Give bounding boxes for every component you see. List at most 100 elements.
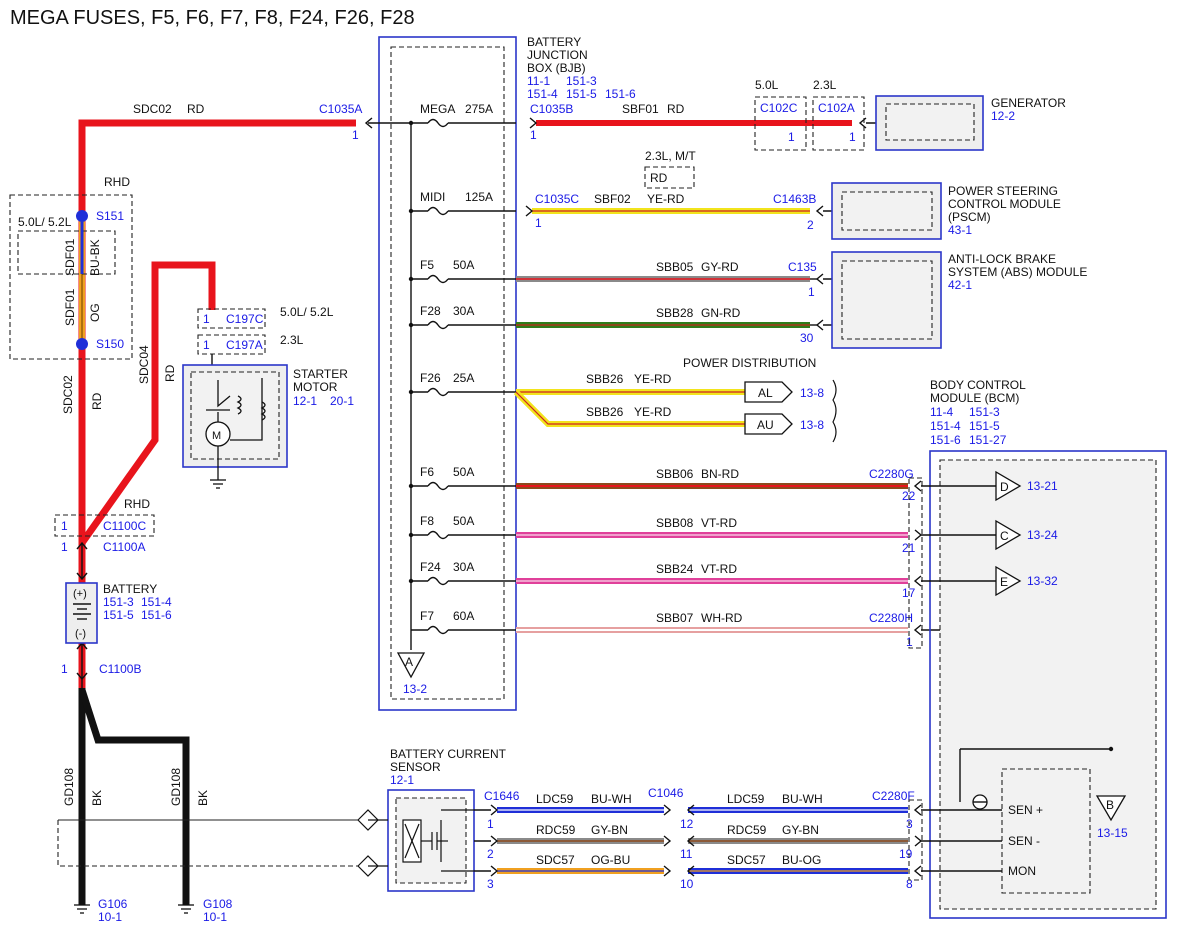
c102c-cond: 5.0L xyxy=(755,78,779,92)
connector-c1646[interactable]: C1646 xyxy=(484,789,520,803)
bcm-ref[interactable]: 151-5 xyxy=(969,419,1000,433)
label-sdf01-og-id: SDF01 xyxy=(63,288,77,326)
fuse-name-mega: MEGA xyxy=(420,102,455,116)
label-sdc57-left-color: OG-BU xyxy=(591,853,630,867)
generator-ref[interactable]: 12-2 xyxy=(991,109,1015,123)
bcm-ref[interactable]: 151-27 xyxy=(969,433,1007,447)
mt-box xyxy=(644,166,695,189)
bcm-c-letter: C xyxy=(1000,529,1009,543)
rhd2-label: RHD xyxy=(124,497,150,511)
wire-sdc02[interactable] xyxy=(78,119,356,700)
bcm-b-triangle xyxy=(1095,795,1127,822)
ground-g108-ref[interactable]: 10-1 xyxy=(203,910,227,924)
splice-s150[interactable] xyxy=(76,338,88,350)
power-dist-al-ref[interactable]: 13-8 xyxy=(800,386,824,400)
label-sdc04-id: SDC04 xyxy=(137,345,151,384)
label-sbb06-color: BN-RD xyxy=(701,467,739,481)
sensor-label-1: BATTERY CURRENT xyxy=(390,747,507,761)
battery-ref[interactable]: 151-6 xyxy=(141,608,172,622)
bjb-ref[interactable]: 151-5 xyxy=(566,87,597,101)
pin-c1646-2: 2 xyxy=(487,847,494,861)
bjb-ref-out[interactable]: 13-2 xyxy=(403,682,427,696)
svg-text:M: M xyxy=(212,430,221,442)
label-sdc57-right-id: SDC57 xyxy=(727,853,766,867)
bjb-ref-letter: A xyxy=(405,655,413,669)
connector-c135[interactable]: C135 xyxy=(788,260,817,274)
bcm-e-ref[interactable]: 13-32 xyxy=(1027,574,1058,588)
pin-c197a: 1 xyxy=(203,338,210,352)
bcm-junction xyxy=(1108,746,1114,752)
c197a-box xyxy=(197,334,266,355)
connector-c197a[interactable]: C197A xyxy=(226,338,263,352)
abs-label-1: ANTI-LOCK BRAKE xyxy=(948,252,1056,266)
fuse-amps-f7: 60A xyxy=(453,609,474,623)
pscm-ref[interactable]: 43-1 xyxy=(948,223,972,237)
power-dist-al[interactable] xyxy=(744,381,793,403)
battery-name: BATTERY xyxy=(103,582,157,596)
bjb-ref[interactable]: 11-1 xyxy=(527,74,550,88)
ground-icon xyxy=(210,479,226,489)
bcm-ref[interactable]: 151-3 xyxy=(969,405,1000,419)
label-sbb26-al-id: SBB26 xyxy=(586,372,624,386)
connector-c1463b[interactable]: C1463B xyxy=(773,192,816,206)
label-sdc04-color: RD xyxy=(163,364,177,382)
sensor-ground-dashed xyxy=(57,819,358,867)
wire-sbb26-au[interactable] xyxy=(513,389,745,427)
bcm-sensor-box xyxy=(1001,768,1091,894)
bcm-box[interactable] xyxy=(929,450,1167,919)
connector-c1100a[interactable]: C1100A xyxy=(103,540,145,554)
bcm-ref[interactable]: 151-6 xyxy=(930,433,961,447)
connector-c1100b[interactable]: C1100B xyxy=(99,662,141,676)
ground-g106-ref[interactable]: 10-1 xyxy=(98,910,122,924)
ground-g106-name[interactable]: G106 xyxy=(98,897,128,911)
label-rdc59-left-id: RDC59 xyxy=(536,823,576,837)
bcm-d-ref[interactable]: 13-21 xyxy=(1027,479,1058,493)
battery-ref[interactable]: 151-5 xyxy=(103,608,134,622)
bcm-b-ref[interactable]: 13-15 xyxy=(1097,826,1128,840)
label-rdc59-right-id: RDC59 xyxy=(727,823,767,837)
bjb-ref[interactable]: 151-4 xyxy=(527,87,558,101)
connector-c1035a[interactable]: C1035A xyxy=(319,102,362,116)
fuse-name-f7: F7 xyxy=(420,609,434,623)
bjb-ref[interactable]: 151-6 xyxy=(605,87,636,101)
bcm-ref[interactable]: 11-4 xyxy=(930,405,953,419)
bjb-ref[interactable]: 151-3 xyxy=(566,74,597,88)
bcm-mon: MON xyxy=(1008,864,1036,878)
pin-c2280f-19: 19 xyxy=(899,847,913,861)
power-dist-au-ref[interactable]: 13-8 xyxy=(800,418,824,432)
battery-ref[interactable]: 151-4 xyxy=(141,595,172,609)
connector-c197c[interactable]: C197C xyxy=(226,312,264,326)
abs-ref[interactable]: 42-1 xyxy=(948,278,972,292)
connector-c1035b[interactable]: C1035B xyxy=(530,102,573,116)
sensor-ref[interactable]: 12-1 xyxy=(390,773,414,787)
fuse-name-f24: F24 xyxy=(420,560,441,574)
label-sdf01-bubk-id: SDF01 xyxy=(63,238,77,276)
connector-c1100c[interactable]: C1100C xyxy=(103,519,146,533)
starter-ref[interactable]: 12-1 xyxy=(293,394,317,408)
pin-c197c: 1 xyxy=(203,312,210,326)
connector-c1046[interactable]: C1046 xyxy=(648,786,684,800)
bcm-c-ref[interactable]: 13-24 xyxy=(1027,528,1058,542)
connector-c1035c[interactable]: C1035C xyxy=(535,192,579,206)
mt-cond: 2.3L, M/T xyxy=(645,149,696,163)
fuse-name-f5: F5 xyxy=(420,258,434,272)
starter-label-2: MOTOR xyxy=(293,380,338,394)
wire-gd108-g108[interactable] xyxy=(78,688,190,905)
connector-c2280g[interactable]: C2280G xyxy=(869,467,914,481)
pin-c1463b: 2 xyxy=(807,218,814,232)
bcm-ref[interactable]: 151-4 xyxy=(930,419,961,433)
battery-ref[interactable]: 151-3 xyxy=(103,595,134,609)
connector-c2280f[interactable]: C2280F xyxy=(872,789,915,803)
starter-ref[interactable]: 20-1 xyxy=(330,394,354,408)
splice-s151[interactable] xyxy=(76,210,88,222)
connector-c2280h[interactable]: C2280H xyxy=(869,611,913,625)
engine-cond-box xyxy=(17,230,116,275)
connector-c102c[interactable]: C102C xyxy=(760,101,798,115)
power-dist-au[interactable] xyxy=(744,413,793,435)
battery-box[interactable] xyxy=(65,582,98,644)
wire-sdc04[interactable] xyxy=(79,261,216,546)
connector-c102a[interactable]: C102A xyxy=(818,101,855,115)
label-sbb26-au-color: YE-RD xyxy=(634,405,672,419)
ground-g108-name[interactable]: G108 xyxy=(203,897,233,911)
fuse-name-f8: F8 xyxy=(420,514,434,528)
